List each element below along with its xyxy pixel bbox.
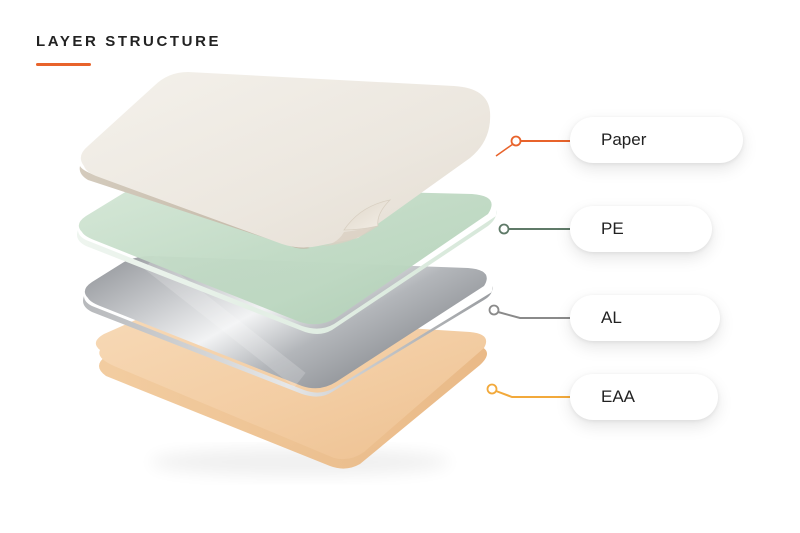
label-eaa-text: EAA bbox=[601, 387, 636, 406]
connector-line-eaa bbox=[495, 390, 570, 398]
connector-dot-aluminium bbox=[488, 304, 500, 316]
label-al: AL bbox=[570, 295, 720, 341]
label-pe: PE bbox=[570, 206, 712, 252]
ground-shadow bbox=[150, 448, 450, 476]
layer-paper bbox=[79, 72, 491, 249]
label-paper-text: Paper bbox=[601, 130, 647, 149]
connector-dot-eaa bbox=[486, 383, 498, 395]
layer-pe bbox=[77, 186, 497, 334]
label-paper: Paper bbox=[570, 117, 743, 163]
connector-line-aluminium bbox=[497, 311, 570, 319]
connector-dot-paper bbox=[510, 135, 522, 147]
connector-leader-paper bbox=[495, 143, 514, 157]
page-title: LAYER STRUCTURE bbox=[36, 33, 222, 50]
label-eaa: EAA bbox=[570, 374, 718, 420]
title-underline bbox=[36, 63, 91, 66]
label-pe-text: PE bbox=[601, 219, 624, 238]
paper-curl bbox=[343, 199, 392, 231]
label-al-text: AL bbox=[601, 308, 622, 327]
connector-dot-pe bbox=[498, 223, 510, 235]
